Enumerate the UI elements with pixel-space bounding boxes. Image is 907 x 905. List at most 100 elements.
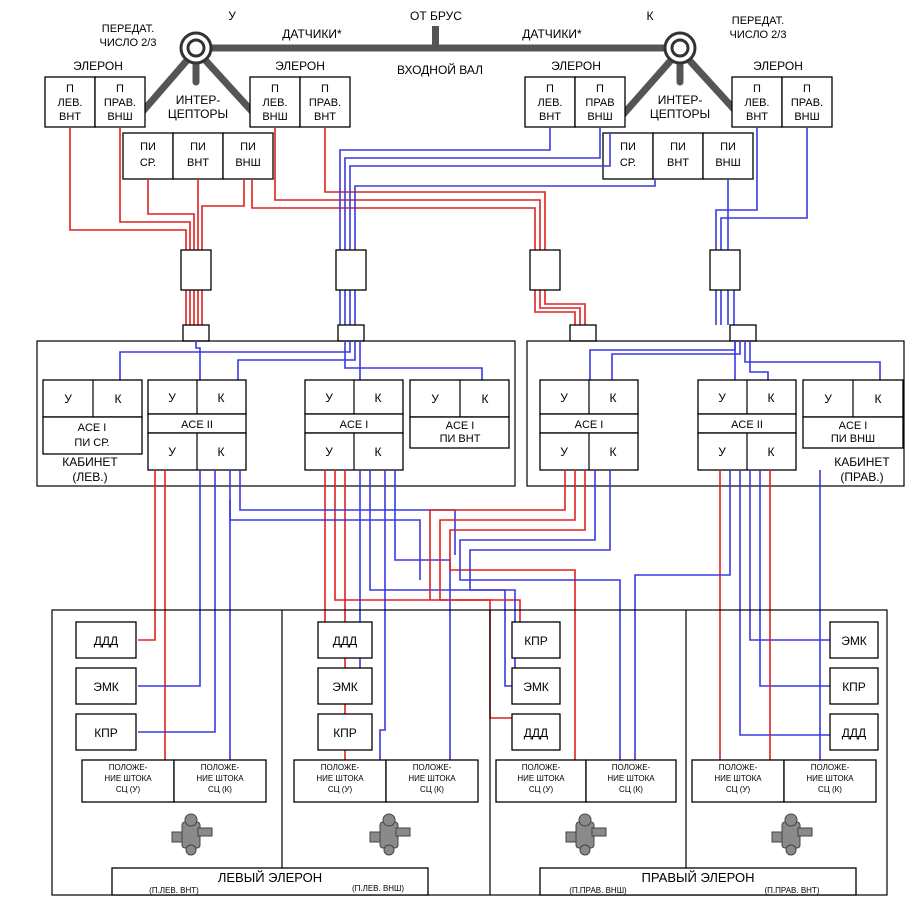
svg-text:К: К: [375, 391, 382, 405]
cabinet-right: [526, 340, 905, 487]
svg-text:П: П: [596, 83, 604, 95]
cabinet-right-sub: (ПРАВ.): [840, 470, 883, 484]
svg-text:ACE I: ACE I: [575, 419, 604, 431]
svg-text:П: П: [546, 83, 554, 95]
svg-text:СЦ (К): СЦ (К): [420, 785, 444, 794]
ddd-box: [75, 621, 137, 659]
svg-text:ДДД: ДДД: [842, 726, 866, 740]
ratio-left-line2: ЧИСЛО 2/3: [100, 37, 157, 49]
ace1-pi-sr: У К ACE I ПИ СР.: [42, 379, 143, 455]
pi-vnsh-right: ПИ ВНШ: [702, 132, 754, 180]
wiring-upper: [69, 127, 808, 325]
panel-2: ДДД ЭМК КПР ПОЛОЖЕ- НИЕ ШТОКА СЦ (У) ПОЛ…: [293, 621, 479, 803]
svg-text:К: К: [115, 392, 122, 406]
svg-text:СЦ (К): СЦ (К): [208, 785, 232, 794]
svg-text:СР.: СР.: [620, 157, 636, 169]
svg-text:У: У: [824, 392, 832, 406]
actuator-icon: [369, 813, 411, 856]
svg-text:ИНТЕР-: ИНТЕР-: [658, 93, 703, 107]
svg-text:ПИ: ПИ: [670, 141, 686, 153]
svg-text:ЦЕПТОРЫ: ЦЕПТОРЫ: [168, 107, 228, 121]
svg-text:ВНШ: ВНШ: [235, 157, 260, 169]
sensor-p-prav-vnsh-right2: П ПРАВ. ВНШ: [781, 76, 833, 128]
aileron-label: ЭЛЕРОН: [753, 59, 803, 73]
svg-text:К: К: [218, 445, 225, 459]
sensor-p-lev-vnt-right: П ЛЕВ. ВНТ: [524, 76, 576, 128]
svg-text:СЦ (У): СЦ (У): [726, 785, 751, 794]
svg-text:К: К: [610, 445, 617, 459]
actuator-icon: [565, 813, 607, 856]
pi-vnsh-left: ПИ ВНШ: [222, 132, 274, 180]
svg-text:НИЕ ШТОКА: НИЕ ШТОКА: [714, 774, 762, 783]
sensor-p-lev-vnsh: П ЛЕВ. ВНШ: [249, 76, 301, 128]
svg-text:НИЕ ШТОКА: НИЕ ШТОКА: [196, 774, 244, 783]
svg-text:ВНШ: ВНШ: [262, 111, 287, 123]
svg-text:ПРАВ: ПРАВ: [585, 97, 614, 109]
svg-text:ПОЛОЖЕ-: ПОЛОЖЕ-: [719, 763, 758, 772]
svg-text:ВНТ: ВНТ: [539, 111, 561, 123]
svg-text:ПОЛОЖЕ-: ПОЛОЖЕ-: [201, 763, 240, 772]
svg-text:П: П: [116, 83, 124, 95]
svg-text:ЛЕВ.: ЛЕВ.: [745, 97, 770, 109]
svg-text:ВНТ: ВНТ: [746, 111, 768, 123]
svg-text:НИЕ ШТОКА: НИЕ ШТОКА: [607, 774, 655, 783]
svg-text:П: П: [803, 83, 811, 95]
svg-text:НИЕ ШТОКА: НИЕ ШТОКА: [316, 774, 364, 783]
svg-text:ПОЛОЖЕ-: ПОЛОЖЕ-: [522, 763, 561, 772]
svg-text:ПИ: ПИ: [620, 141, 636, 153]
svg-text:ПИ: ПИ: [720, 141, 736, 153]
pi-vnt-left: ПИ ВНТ: [172, 132, 224, 180]
svg-text:К: К: [768, 391, 775, 405]
svg-text:П: П: [321, 83, 329, 95]
svg-text:НИЕ ШТОКА: НИЕ ШТОКА: [517, 774, 565, 783]
ace2-right: У К ACE II У К: [697, 379, 797, 471]
svg-text:У: У: [168, 445, 176, 459]
svg-text:СЦ (У): СЦ (У): [529, 785, 554, 794]
connector-plug-4: [729, 324, 757, 342]
connector-3: [529, 249, 561, 291]
svg-text:ЭМК: ЭМК: [523, 680, 549, 694]
aileron-label: ЭЛЕРОН: [73, 59, 123, 73]
svg-text:У: У: [718, 445, 726, 459]
input-shaft-label: ВХОДНОЙ ВАЛ: [397, 62, 483, 77]
svg-text:К: К: [482, 392, 489, 406]
left-aileron-label-box: ЛЕВЫЙ ЭЛЕРОН (П.ЛЕВ. ВНТ) (П.ЛЕВ. ВНШ): [111, 867, 429, 896]
sensor-p-lev-vnt-right2: П ЛЕВ. ВНТ: [731, 76, 783, 128]
gear-left-letter: У: [228, 9, 236, 23]
svg-text:КПР: КПР: [842, 680, 866, 694]
ratio-right-line2: ЧИСЛО 2/3: [730, 29, 787, 41]
svg-text:ACE II: ACE II: [731, 419, 763, 431]
svg-text:ПОЛОЖЕ-: ПОЛОЖЕ-: [612, 763, 651, 772]
svg-text:ПИ: ПИ: [190, 141, 206, 153]
svg-text:СР.: СР.: [140, 157, 156, 169]
svg-text:(П.ПРАВ. ВНШ): (П.ПРАВ. ВНШ): [569, 886, 627, 895]
svg-text:ВНТ: ВНТ: [667, 157, 689, 169]
connector-plug-2: [337, 324, 365, 342]
svg-text:ВНШ: ВНШ: [715, 157, 740, 169]
connector-plug-3: [569, 324, 597, 342]
svg-text:У: У: [64, 392, 72, 406]
svg-text:НИЕ ШТОКА: НИЕ ШТОКА: [408, 774, 456, 783]
pi-sr-right: ПИ СР.: [602, 132, 654, 180]
svg-text:У: У: [168, 391, 176, 405]
ace1-right-main: У К ACE I У К: [539, 379, 639, 471]
actuator-icon: [171, 813, 213, 856]
ace1-pi-vnsh: У К ACE I ПИ ВНШ: [802, 379, 904, 449]
ratio-right-line1: ПЕРЕДАТ.: [732, 15, 784, 27]
connector-2: [335, 249, 367, 291]
ratio-left-line1: ПЕРЕДАТ.: [102, 23, 154, 35]
cabinet-left-sub: (ЛЕВ.): [72, 470, 107, 484]
svg-text:У: У: [560, 445, 568, 459]
svg-text:ВНТ: ВНТ: [59, 111, 81, 123]
cabinet-left: [36, 340, 516, 487]
left-aileron-title: ЛЕВЫЙ ЭЛЕРОН: [218, 870, 322, 885]
svg-text:П: П: [753, 83, 761, 95]
panel-3: КПР ЭМК ДДД ПОЛОЖЕ- НИЕ ШТОКА СЦ (У) ПОЛ…: [495, 621, 677, 803]
svg-text:ЭМК: ЭМК: [841, 634, 867, 648]
svg-text:(П.ПРАВ. ВНТ): (П.ПРАВ. ВНТ): [765, 886, 820, 895]
shaft-branch: [192, 46, 262, 122]
actuator-icon: [771, 813, 813, 856]
svg-text:К: К: [610, 391, 617, 405]
svg-text:ПОЛОЖЕ-: ПОЛОЖЕ-: [413, 763, 452, 772]
svg-text:НИЕ ШТОКА: НИЕ ШТОКА: [806, 774, 854, 783]
